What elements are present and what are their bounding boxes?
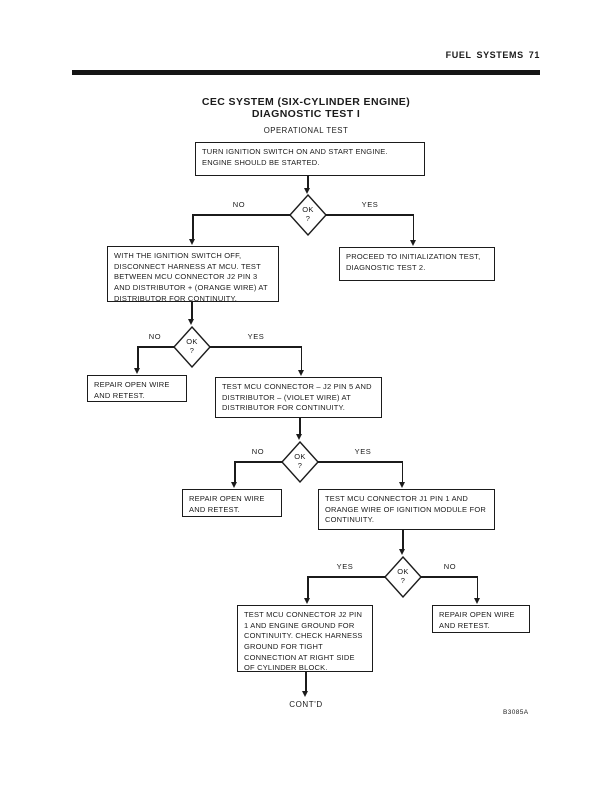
page-title-line1: CEC SYSTEM (SIX-CYLINDER ENGINE) [201,96,411,108]
flow-box-repair-1: REPAIR OPEN WIRE AND RETEST. [87,375,187,402]
flow-decision-4: OK ? [384,556,422,598]
decision-ok-text: OK [294,452,306,462]
flow-box-test-j1-pin1: TEST MCU CONNECTOR J1 PIN 1 AND ORANGE W… [318,489,495,530]
connector-line [300,346,302,371]
page-subtitle: OPERATIONAL TEST [263,126,349,135]
arrowhead [188,319,195,325]
branch-label-yes-2: YES [247,332,265,341]
connector-line [191,302,193,320]
connector-line [307,576,385,578]
branch-label-yes-4: YES [336,562,354,571]
decision-question-mark: ? [189,346,195,355]
diamond-shape [173,326,211,368]
arrowhead [473,598,480,604]
branch-label-yes-3: YES [354,447,372,456]
connector-line [299,418,301,435]
flow-box-start: TURN IGNITION SWITCH ON AND START ENGINE… [195,142,425,176]
arrowhead [231,482,238,488]
flow-box-proceed-init: PROCEED TO INITIALIZATION TEST, DIAGNOST… [339,247,495,281]
connector-line [137,346,174,348]
arrowhead [302,691,309,697]
flow-box-repair-2: REPAIR OPEN WIRE AND RETEST. [182,489,282,517]
decision-ok-text: OK [397,567,409,577]
flow-decision-1: OK ? [289,194,327,236]
connector-line [210,346,302,348]
arrowhead [304,598,311,604]
arrowhead [297,370,304,376]
diamond-shape [289,194,327,236]
connector-line [192,214,290,216]
arrowhead [296,434,303,440]
decision-question-mark: ? [400,576,406,585]
connector-line [137,346,139,369]
page-title-line2: DIAGNOSTIC TEST I [251,108,361,120]
arrowhead [189,239,196,245]
diamond-shape [384,556,422,598]
branch-label-no-4: NO [443,562,457,571]
connector-line [305,672,307,692]
branch-label-no-1: NO [232,200,246,209]
arrowhead [134,368,141,374]
decision-ok-text: OK [302,205,314,215]
figure-code: B3085A [503,709,529,716]
flow-decision-3: OK ? [281,441,319,483]
arrowhead [304,188,311,194]
continued-label: CONT'D [289,700,323,709]
connector-line [402,530,404,550]
arrowhead [409,240,416,246]
branch-label-no-3: NO [251,447,265,456]
arrowhead [399,549,406,555]
connector-line [401,461,403,483]
branch-label-no-2: NO [148,332,162,341]
connector-line [326,214,414,216]
connector-line [234,461,236,483]
arrowhead [398,482,405,488]
connector-line [192,214,194,240]
page-header: FUEL SYSTEMS 71 [445,50,540,60]
flow-box-repair-3: REPAIR OPEN WIRE AND RETEST. [432,605,530,633]
flow-box-test-ground: TEST MCU CONNECTOR J2 PIN 1 AND ENGINE G… [237,605,373,672]
connector-line [318,461,403,463]
header-rule [72,70,540,75]
branch-label-yes-1: YES [361,200,379,209]
connector-line [307,576,309,599]
decision-label: OK ? [384,556,422,598]
decision-question-mark: ? [297,461,303,470]
connector-line [412,214,414,241]
flow-box-ignition-off-test: WITH THE IGNITION SWITCH OFF, DISCONNECT… [107,246,279,303]
flow-decision-2: OK ? [173,326,211,368]
flow-box-test-j2-pin5: TEST MCU CONNECTOR – J2 PIN 5 AND DISTRI… [215,377,382,418]
decision-label: OK ? [173,326,211,368]
diamond-shape [281,441,319,483]
connector-line [307,176,309,189]
connector-line [421,576,478,578]
decision-label: OK ? [281,441,319,483]
decision-ok-text: OK [186,337,198,347]
connector-line [476,576,478,599]
decision-label: OK ? [289,194,327,236]
connector-line [234,461,282,463]
decision-question-mark: ? [305,214,311,223]
